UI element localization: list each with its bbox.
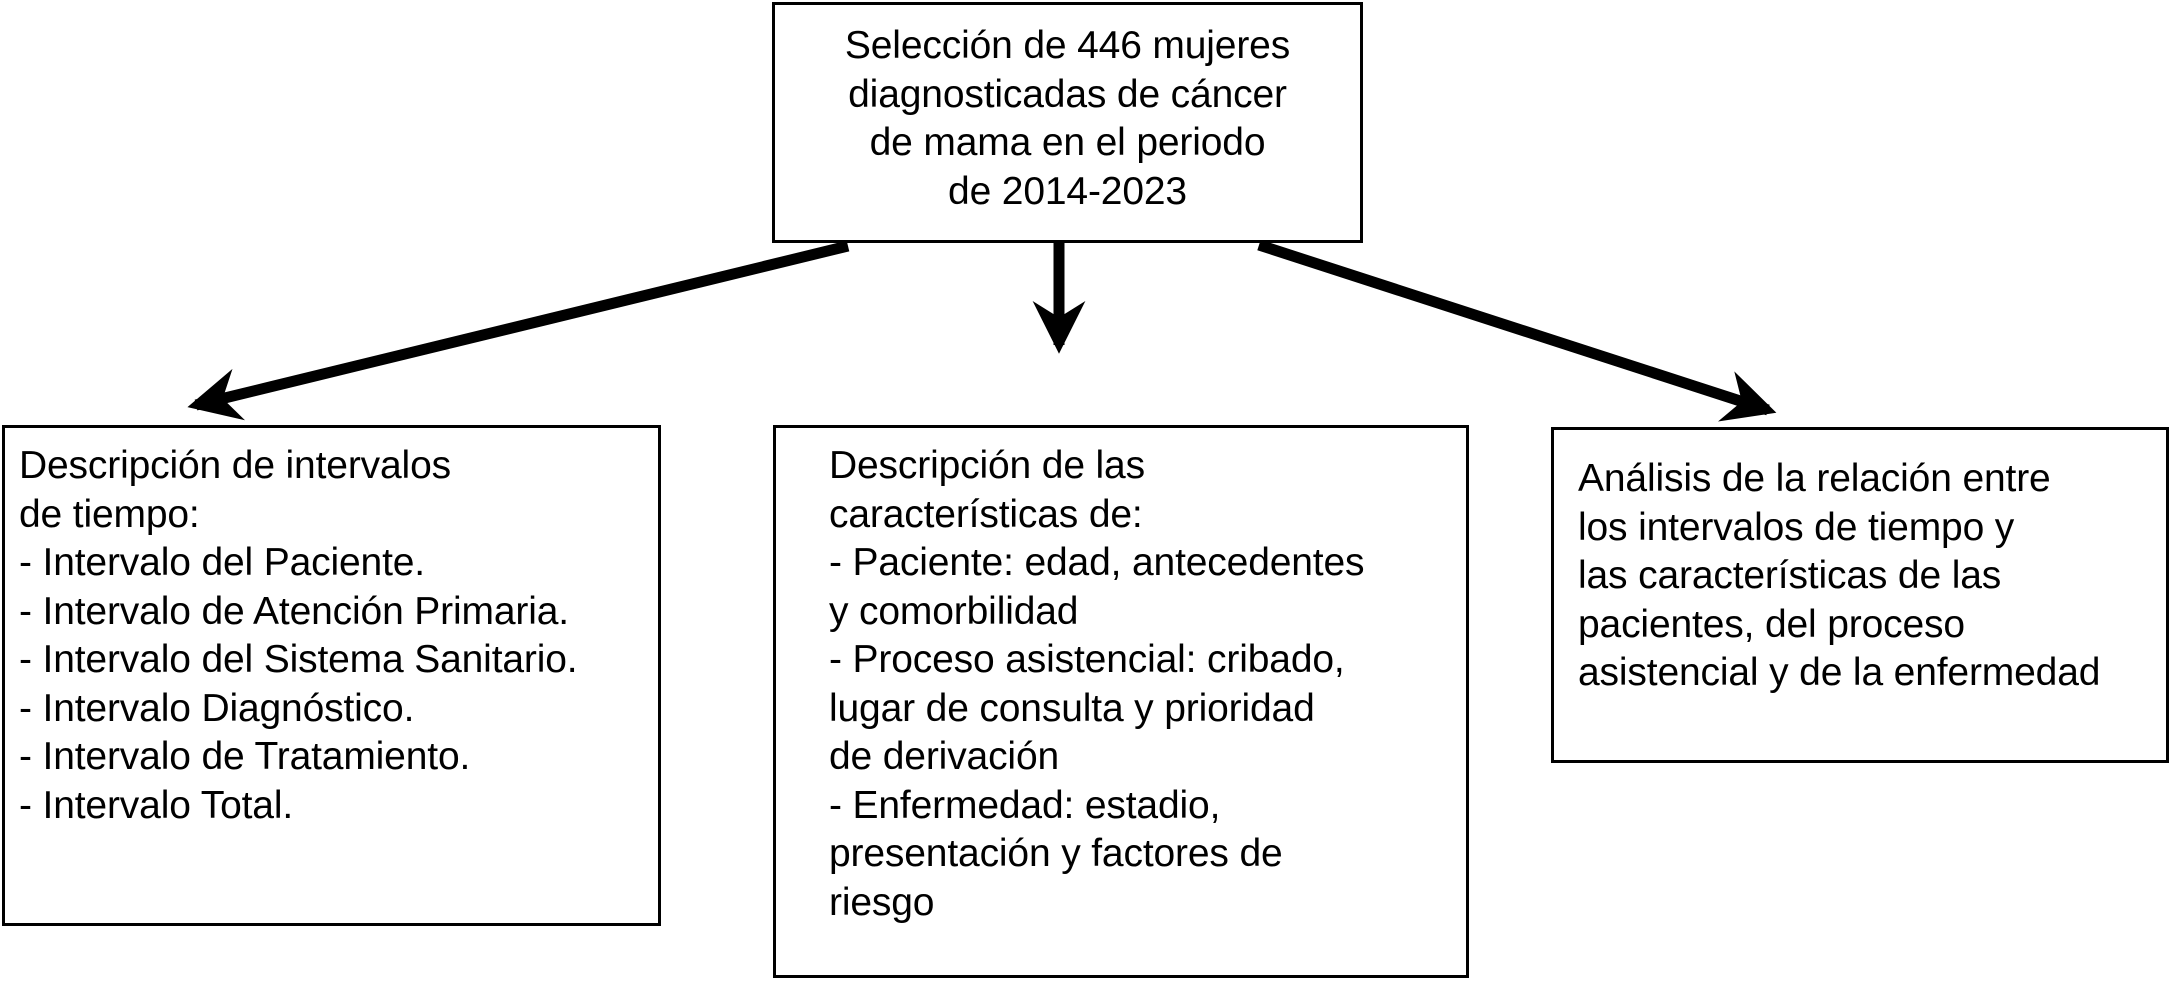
node-characteristics-text: Descripción de las características de: -… (829, 444, 1365, 924)
node-study-population: Selección de 446 mujeres diagnosticadas … (772, 2, 1363, 243)
node-relationship-analysis: Análisis de la relación entre los interv… (1551, 427, 2169, 763)
edge-root-to-analysis (1257, 239, 1777, 422)
node-relationship-analysis-text: Análisis de la relación entre los interv… (1578, 457, 2101, 694)
node-time-intervals: Descripción de intervalos de tiempo: - I… (2, 425, 661, 926)
node-study-population-text: Selección de 446 mujeres diagnosticadas … (844, 24, 1291, 213)
node-time-intervals-text: Descripción de intervalos de tiempo: - I… (19, 444, 578, 827)
edge-root-to-intervals (187, 240, 850, 421)
node-characteristics: Descripción de las características de: -… (773, 425, 1469, 978)
